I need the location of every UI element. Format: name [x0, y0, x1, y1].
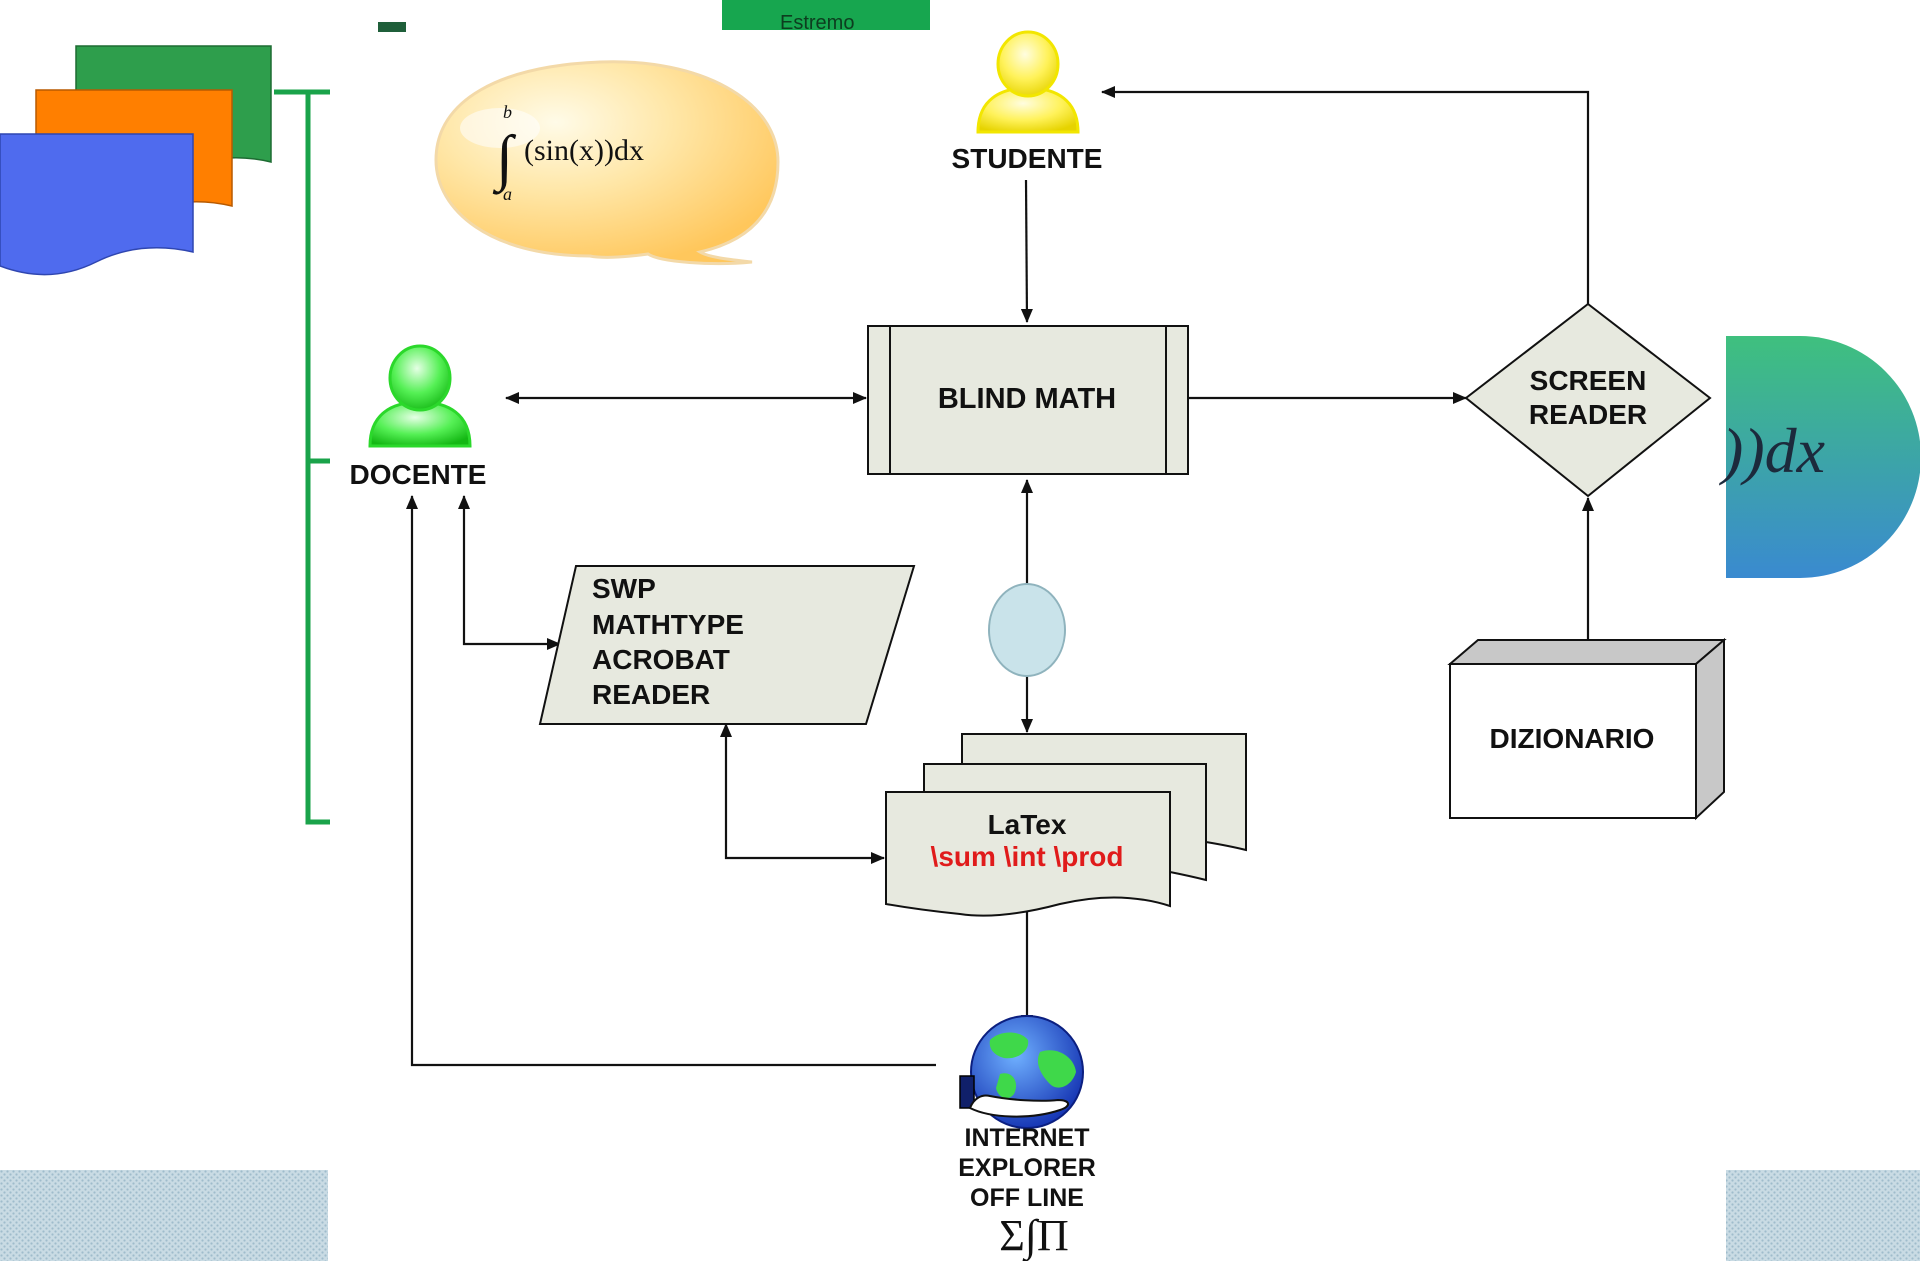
software-parallelogram: SWP MATHTYPE ACROBAT READER — [538, 565, 916, 725]
integral-integrand: (sin(x))dx — [524, 134, 644, 167]
studente-user-icon — [976, 30, 1080, 134]
dizionario-label: DIZIONARIO — [1490, 723, 1655, 754]
docente-user-icon — [368, 344, 472, 448]
top-green-tab — [722, 0, 930, 30]
arrow-screenreader-to-studente — [1101, 86, 1590, 304]
screen-reader-diamond: SCREEN READER — [1464, 302, 1712, 498]
internet-line-2: EXPLORER — [958, 1154, 1096, 1182]
software-line-4: READER — [592, 679, 710, 710]
internet-node: INTERNET EXPLORER OFF LINE Σ∫Π — [958, 1015, 1096, 1261]
latex-title: LaTex — [988, 809, 1067, 840]
teal-formula-panel — [1726, 336, 1920, 578]
connector-oval — [988, 583, 1066, 677]
top-green-tab-label: Estremo — [780, 12, 854, 34]
math-symbols: Σ∫Π — [999, 1211, 1068, 1261]
arrow-internet-to-docente — [406, 495, 936, 1067]
dizionario-cube: DIZIONARIO — [1447, 637, 1727, 821]
internet-line-1: INTERNET — [965, 1124, 1090, 1152]
stacked-documents-icon — [0, 45, 272, 276]
top-dark-tab — [378, 22, 406, 32]
formula-speech-bubble: ∫ b a (sin(x))dx — [434, 60, 780, 266]
screen-reader-label-line2: READER — [1529, 399, 1647, 430]
doc-blue — [0, 133, 194, 276]
integral-sign: ∫ — [492, 124, 517, 195]
arrow-docente-software — [458, 495, 561, 650]
latex-code: \sum \int \prod — [931, 841, 1124, 872]
studente-node: STUDENTE — [952, 30, 1103, 174]
integral-lower-limit: a — [503, 184, 512, 204]
green-bracket — [274, 89, 330, 825]
arrow-studente-to-blindmath — [1020, 179, 1033, 323]
docente-node: DOCENTE — [350, 344, 487, 490]
docente-label: DOCENTE — [350, 459, 487, 490]
connectors — [406, 86, 1594, 1067]
blind-math-box: BLIND MATH — [867, 325, 1189, 475]
bottom-dotted-bar-right — [1726, 1170, 1920, 1261]
globe-in-hand-icon — [959, 1015, 1084, 1129]
arrow-software-latex — [720, 723, 885, 864]
latex-documents: LaTex \sum \int \prod — [885, 733, 1247, 917]
internet-line-3: OFF LINE — [970, 1184, 1084, 1212]
software-line-1: SWP — [592, 573, 656, 604]
software-line-2: MATHTYPE — [592, 609, 744, 640]
studente-label: STUDENTE — [952, 143, 1103, 174]
bottom-dotted-bar-left — [0, 1170, 328, 1261]
blind-math-label: BLIND MATH — [938, 383, 1116, 415]
screen-reader-label-line1: SCREEN — [1530, 365, 1647, 396]
software-line-3: ACROBAT — [592, 644, 730, 675]
integral-upper-limit: b — [503, 102, 512, 122]
teal-formula-fragment: ))dx — [1718, 415, 1825, 486]
